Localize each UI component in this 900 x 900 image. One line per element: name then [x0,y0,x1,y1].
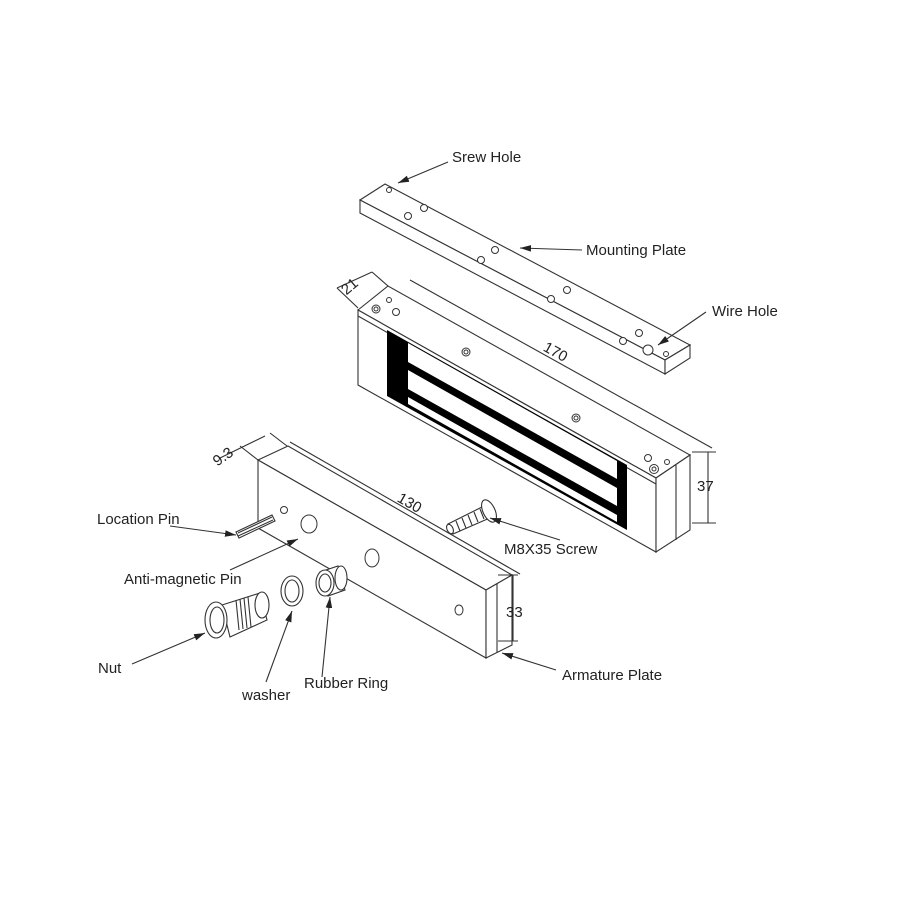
label-armature-plate: Armature Plate [562,667,662,684]
label-mounting-plate: Mounting Plate [586,242,686,259]
coil [387,330,627,530]
label-screw: M8X35 Screw [504,541,598,558]
armature-plate [256,445,514,659]
label-nut: Nut [98,660,122,677]
label-rubber-ring: Rubber Ring [304,675,388,692]
label-washer: washer [241,687,290,704]
washer [280,575,304,607]
m8x35-screw [446,499,497,535]
label-anti-magnetic-pin: Anti-magnetic Pin [124,571,242,588]
rubber-ring [315,565,348,597]
dim-magnet-length: 170 [540,339,570,366]
label-wire-hole: Wire Hole [712,303,778,320]
mounting-plate [358,183,692,376]
label-screw-hole: Srew Hole [452,149,521,166]
leader-lines [131,161,707,683]
dim-armature-height: 33 [506,604,523,621]
label-location-pin: Location Pin [97,511,180,528]
nut [204,591,270,639]
location-pin [235,514,276,539]
dim-magnet-height: 37 [697,478,714,495]
magnet-dimensions [336,271,716,524]
magnet-body [357,285,692,554]
dim-armature-width: 9.3 [210,444,237,470]
armature-dimensions [219,432,521,642]
